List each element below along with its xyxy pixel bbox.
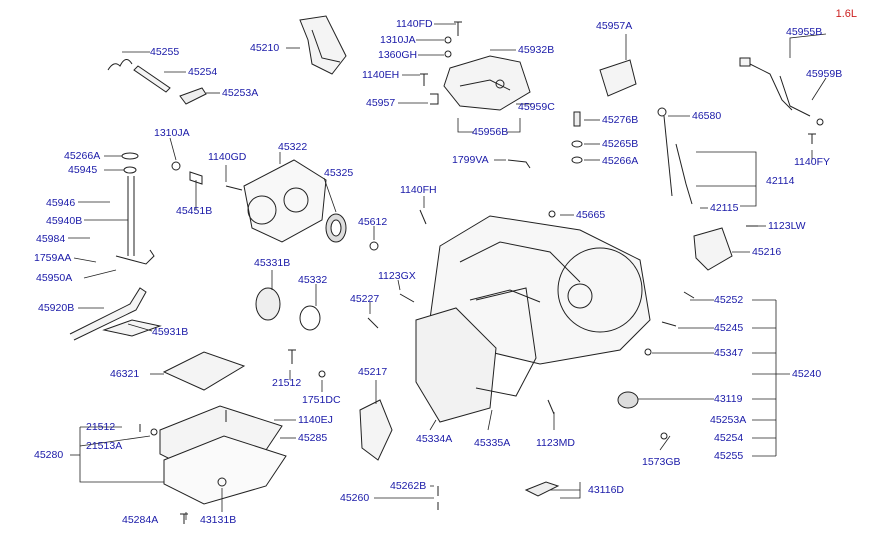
part-label: 45266A	[64, 150, 101, 162]
part-label: 45946	[46, 197, 76, 209]
part-label: 43116D	[588, 484, 625, 496]
part-label: 1360GH	[378, 49, 418, 61]
part-label: 45285	[298, 432, 328, 444]
part-label: 45920B	[38, 302, 75, 314]
part-label: 45325	[324, 167, 354, 179]
part-label: 1140EH	[362, 69, 400, 81]
part-label: 45322	[278, 141, 308, 153]
part-label: 45956B	[472, 126, 509, 138]
part-label: 45347	[714, 347, 744, 359]
part-label: 45245	[714, 322, 744, 334]
part-label: 21513A	[86, 440, 123, 452]
part-label: 45984	[36, 233, 66, 245]
part-label: 1799VA	[452, 154, 489, 166]
part-label: 45284A	[122, 514, 159, 526]
part-label: 45931B	[152, 326, 189, 338]
part-label: 45262B	[390, 480, 427, 492]
part-label: 45957A	[596, 20, 633, 32]
part-label: 45451B	[176, 205, 213, 217]
part-label: 42115	[710, 202, 739, 214]
part-label: 45227	[350, 293, 380, 305]
part-label: 1573GB	[642, 456, 681, 468]
part-label: 1140FD	[396, 18, 433, 30]
part-label: 45331B	[254, 257, 291, 269]
part-label: 1759AA	[34, 252, 72, 264]
part-label: 45959C	[518, 101, 555, 113]
part-label: 45955B	[786, 26, 823, 38]
part-label: 45959B	[806, 68, 843, 80]
part-label: 45265B	[602, 138, 639, 150]
part-label: 46580	[692, 110, 722, 122]
engine-variant-label: 1.6L	[835, 8, 857, 20]
part-label: 1310JA	[154, 127, 190, 139]
part-label: 1751DC	[302, 394, 341, 406]
part-label: 45216	[752, 246, 782, 258]
part-label: 45334A	[416, 433, 453, 445]
part-label: 21512	[272, 377, 302, 389]
part-label: 45253A	[222, 87, 259, 99]
part-label: 45335A	[474, 437, 511, 449]
part-label: 45254	[714, 432, 744, 444]
part-label: 42114	[766, 175, 795, 187]
part-label: 45945	[68, 164, 98, 176]
part-label: 45612	[358, 216, 388, 228]
part-label: 1123GX	[378, 270, 416, 282]
part-label: 46321	[110, 368, 140, 380]
part-label: 45260	[340, 492, 370, 504]
part-label: 45932B	[518, 44, 555, 56]
part-label: 45332	[298, 274, 328, 286]
part-label: 1123LW	[768, 220, 806, 232]
part-label: 21512	[86, 421, 116, 433]
part-label: 45210	[250, 42, 280, 54]
part-label: 45240	[792, 368, 822, 380]
part-label: 45665	[576, 209, 606, 221]
part-label: 45280	[34, 449, 64, 461]
part-label: 1140FH	[400, 184, 437, 196]
part-label: 45253A	[710, 414, 747, 426]
part-label: 1140GD	[208, 151, 247, 163]
part-label: 1140EJ	[298, 414, 333, 426]
part-label: 45254	[188, 66, 218, 78]
part-label: 45940B	[46, 215, 83, 227]
part-label: 1310JA	[380, 34, 416, 46]
part-label: 43119	[714, 393, 743, 405]
part-label: 1140FY	[794, 156, 830, 168]
part-label: 45252	[714, 294, 744, 306]
part-label: 45276B	[602, 114, 639, 126]
part-label: 45950A	[36, 272, 73, 284]
part-label: 45255	[150, 46, 180, 58]
part-label: 1123MD	[536, 437, 575, 449]
part-label: 45266A	[602, 155, 639, 167]
part-label: 45255	[714, 450, 744, 462]
part-label: 43131B	[200, 514, 237, 526]
part-label: 45957	[366, 97, 396, 109]
part-label: 45217	[358, 366, 388, 378]
